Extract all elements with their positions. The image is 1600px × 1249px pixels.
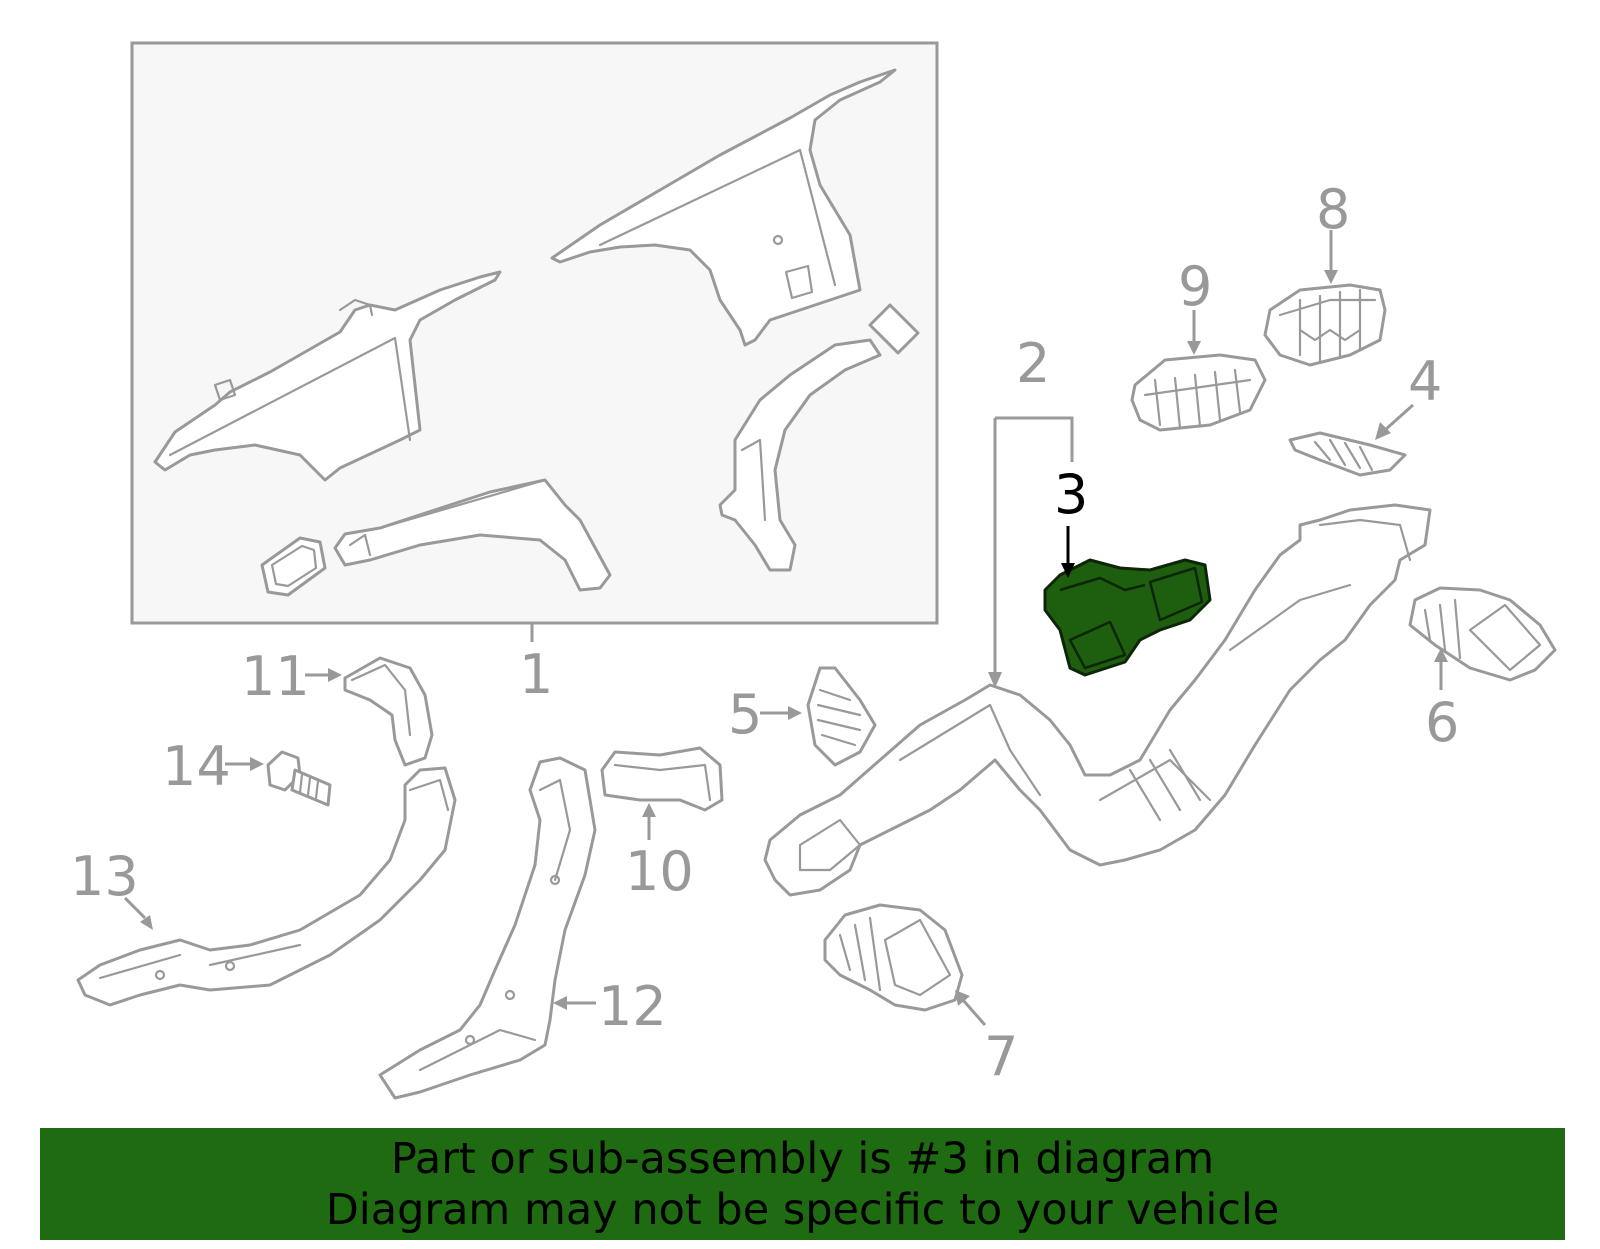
part-6-vent	[1408, 586, 1557, 682]
callout-11: 11	[241, 645, 310, 708]
part-3-vent-highlighted	[1043, 558, 1212, 677]
callout-10: 10	[625, 840, 694, 903]
part-9-vent	[1130, 353, 1267, 432]
info-banner: Part or sub-assembly is #3 in diagram Di…	[40, 1128, 1565, 1240]
callout-3-highlighted: 3	[1054, 463, 1088, 526]
callout-12: 12	[598, 975, 667, 1038]
part-4-grille	[1288, 431, 1407, 477]
part-11-bracket	[343, 656, 434, 767]
callout-14: 14	[162, 735, 231, 798]
callout-6: 6	[1425, 691, 1459, 754]
part-5-grille	[806, 666, 877, 767]
banner-line-disclaimer: Diagram may not be specific to your vehi…	[325, 1185, 1280, 1235]
part-14-bolt	[266, 750, 332, 807]
callout-13: 13	[70, 845, 139, 908]
part-2-main-duct	[763, 503, 1432, 897]
callout-1: 1	[519, 643, 553, 706]
banner-line-part-number: Part or sub-assembly is #3 in diagram	[390, 1134, 1215, 1184]
part-7-vent	[823, 903, 964, 1012]
part-8-vent	[1263, 283, 1387, 367]
part-10-bracket	[600, 746, 724, 812]
callout-9: 9	[1178, 255, 1212, 318]
part-13-duct	[76, 766, 457, 1007]
callout-4: 4	[1408, 350, 1442, 413]
callout-8: 8	[1316, 178, 1350, 241]
callout-5: 5	[728, 683, 762, 746]
callout-2: 2	[1016, 332, 1050, 395]
part-1-assembly-inset	[130, 41, 939, 625]
callout-7: 7	[984, 1025, 1018, 1088]
leader-lines	[123, 230, 1448, 1026]
part-12-duct	[378, 756, 597, 1100]
